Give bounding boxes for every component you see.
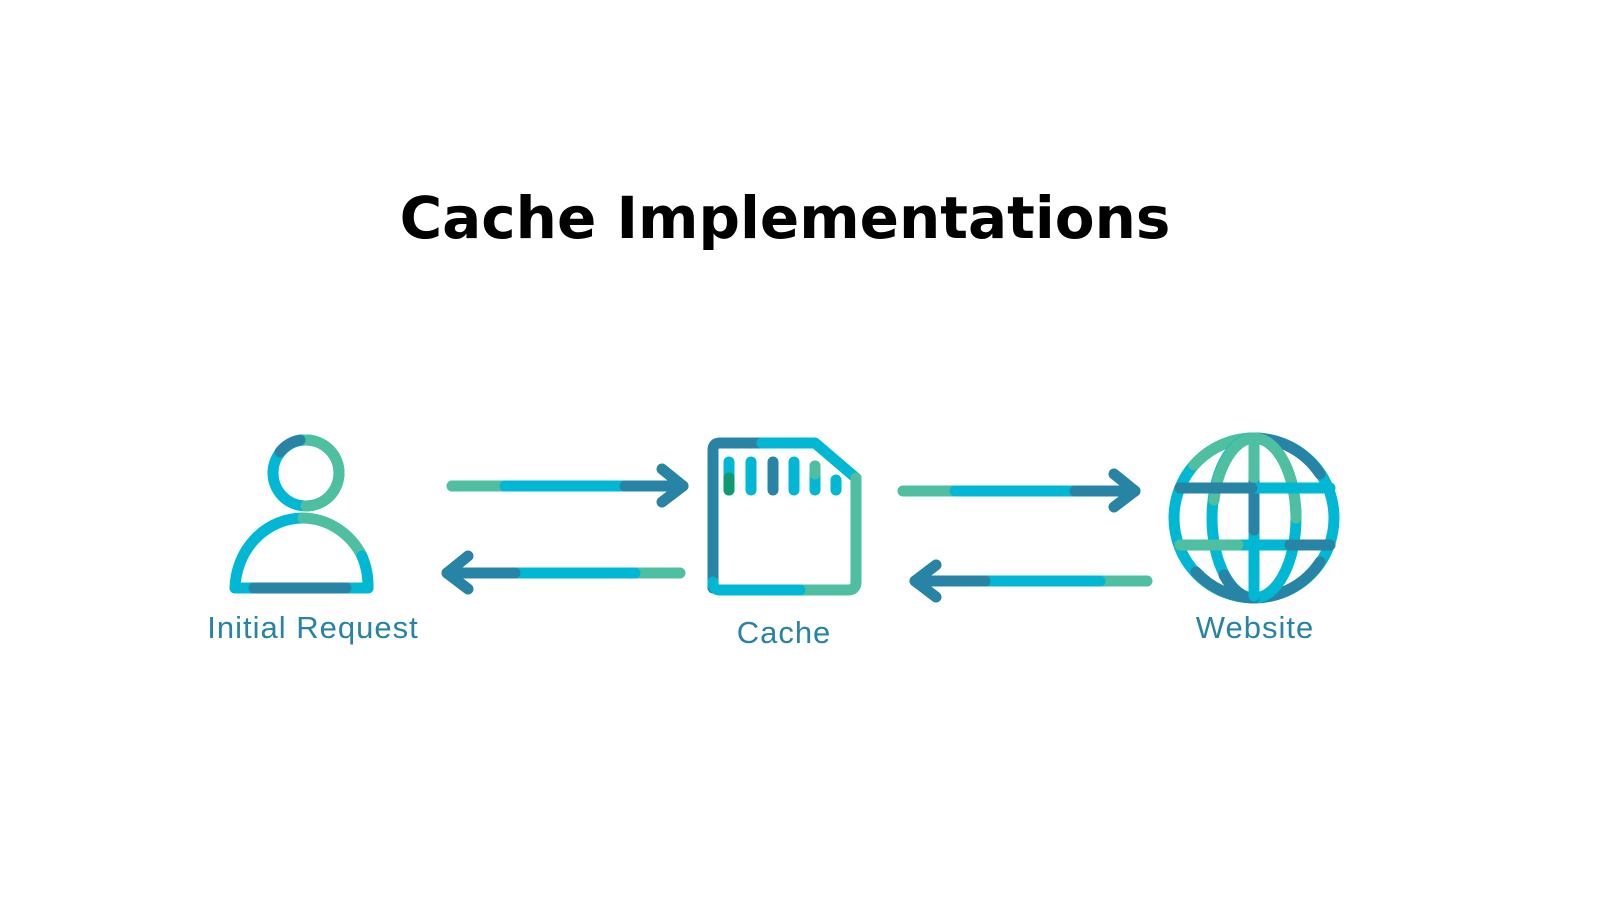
memory-card-icon [707, 437, 862, 596]
request-arrow-right-icon [446, 463, 689, 508]
initial-request-label: Initial Request [207, 610, 418, 645]
forward-arrow-right-icon [897, 468, 1141, 513]
response-arrow-left-icon [441, 550, 686, 595]
page-title: Cache Implementations [400, 184, 1171, 252]
return-arrow-left-icon [909, 559, 1153, 603]
website-label: Website [1196, 610, 1314, 645]
cache-label: Cache [737, 615, 832, 650]
person-icon [229, 434, 374, 594]
globe-icon [1168, 432, 1340, 604]
